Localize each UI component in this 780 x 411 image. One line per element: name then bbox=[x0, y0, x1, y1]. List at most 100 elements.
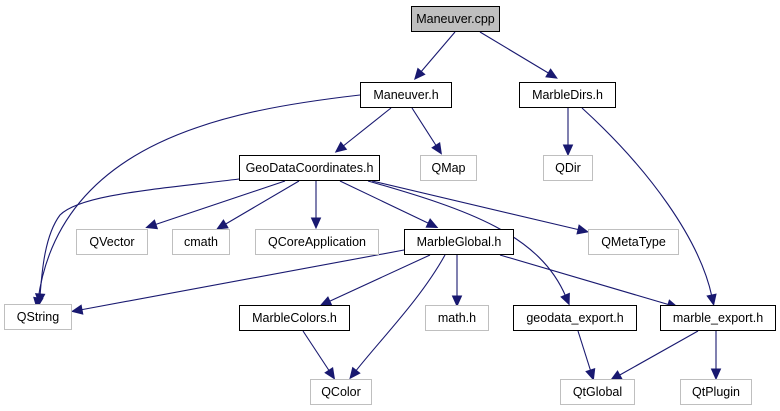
edge-marbledirs_h-to-qdir bbox=[562, 108, 574, 157]
edge-line bbox=[617, 330, 699, 377]
edge-line bbox=[39, 178, 240, 297]
edge-geodatacoordinates_h-to-geodata_export_h bbox=[367, 180, 570, 306]
arrowhead-icon bbox=[710, 368, 722, 381]
node-marbleglobal-h[interactable]: MarbleGlobal.h bbox=[404, 229, 514, 255]
arrowhead-icon bbox=[145, 219, 159, 230]
node-label: MarbleGlobal.h bbox=[416, 235, 502, 249]
node-label: math.h bbox=[437, 311, 477, 325]
arrowhead-icon bbox=[334, 141, 348, 153]
node-label: QVector bbox=[89, 235, 135, 249]
node-qvector: QVector bbox=[76, 229, 148, 255]
node-label: marble_export.h bbox=[672, 311, 764, 325]
node-math-h: math.h bbox=[425, 305, 489, 331]
edge-geodatacoordinates_h-to-qmetatype bbox=[371, 180, 589, 235]
node-maneuver-cpp[interactable]: Maneuver.cpp bbox=[411, 6, 500, 32]
edge-marbleglobal_h-to-qstring bbox=[70, 249, 405, 315]
edge-line bbox=[367, 180, 567, 298]
edge-line bbox=[354, 254, 446, 373]
arrowhead-icon bbox=[706, 293, 717, 307]
node-maneuver-h[interactable]: Maneuver.h bbox=[360, 82, 452, 108]
edge-geodatacoordinates_h-to-qvector bbox=[145, 180, 286, 230]
node-qtglobal: QtGlobal bbox=[560, 379, 635, 405]
node-label: QColor bbox=[321, 385, 361, 399]
node-geodatacoordinates-h[interactable]: GeoDataCoordinates.h bbox=[239, 155, 380, 181]
edge-maneuver_cpp-to-maneuver_h bbox=[414, 31, 456, 81]
node-label: MarbleColors.h bbox=[252, 311, 337, 325]
arrowhead-icon bbox=[70, 304, 84, 315]
edge-marbleglobal_h-to-marble_export_h bbox=[499, 254, 679, 310]
arrowhead-icon bbox=[545, 68, 558, 79]
edge-marbleglobal_h-to-qcolor bbox=[349, 254, 446, 380]
node-label: QMetaType bbox=[601, 235, 666, 249]
edge-geodatacoordinates_h-to-marbleglobal_h bbox=[339, 180, 439, 228]
node-qtplugin: QtPlugin bbox=[680, 379, 752, 405]
node-label: Maneuver.cpp bbox=[416, 12, 495, 26]
edge-line bbox=[479, 31, 551, 75]
node-qstring: QString bbox=[4, 304, 72, 330]
node-qcoreapplication: QCoreApplication bbox=[255, 229, 379, 255]
node-label: cmath bbox=[183, 235, 219, 249]
node-label: MarbleDirs.h bbox=[532, 88, 603, 102]
edge-maneuver_h-to-geodatacoordinates_h bbox=[334, 107, 392, 153]
edge-geodatacoordinates_h-to-cmath bbox=[216, 180, 300, 230]
node-label: geodata_export.h bbox=[526, 311, 624, 325]
node-label: QCoreApplication bbox=[268, 235, 366, 249]
node-label: GeoDataCoordinates.h bbox=[245, 161, 374, 175]
edge-line bbox=[37, 94, 361, 301]
edge-line bbox=[341, 107, 392, 148]
node-label: QMap bbox=[431, 161, 466, 175]
node-marblecolors-h[interactable]: MarbleColors.h bbox=[239, 305, 350, 331]
edges-layer bbox=[33, 31, 722, 381]
node-label: QtPlugin bbox=[692, 385, 740, 399]
arrowhead-icon bbox=[562, 144, 574, 157]
node-qmetatype: QMetaType bbox=[588, 229, 679, 255]
node-qdir: QDir bbox=[543, 155, 593, 181]
node-label: QtGlobal bbox=[572, 385, 623, 399]
arrowhead-icon bbox=[431, 142, 442, 155]
edge-line bbox=[153, 180, 286, 226]
node-label: Maneuver.h bbox=[373, 88, 439, 102]
node-marble-export-h[interactable]: marble_export.h bbox=[660, 305, 776, 331]
node-label: QDir bbox=[555, 161, 581, 175]
edge-marblecolors_h-to-qcolor bbox=[302, 330, 336, 380]
edge-line bbox=[577, 330, 592, 373]
arrowhead-icon bbox=[585, 368, 596, 381]
edge-line bbox=[411, 107, 438, 148]
node-geodata-export-h[interactable]: geodata_export.h bbox=[513, 305, 637, 331]
edge-geodatacoordinates_h-to-qstring bbox=[34, 178, 240, 306]
arrowhead-icon bbox=[425, 218, 439, 228]
edge-maneuver_h-to-qstring bbox=[33, 94, 361, 310]
edge-marbleglobal_h-to-math_h bbox=[451, 255, 463, 308]
node-cmath: cmath bbox=[172, 229, 230, 255]
arrowhead-icon bbox=[560, 292, 570, 306]
edge-line bbox=[419, 31, 456, 74]
edge-line bbox=[499, 254, 671, 306]
edge-maneuver_cpp-to-marbledirs_h bbox=[479, 31, 558, 79]
node-label: QString bbox=[16, 310, 60, 324]
arrowhead-icon bbox=[34, 293, 46, 306]
edge-marble_export_h-to-qtplugin bbox=[710, 331, 722, 381]
arrowhead-icon bbox=[576, 224, 589, 235]
arrowhead-icon bbox=[349, 366, 361, 380]
edge-line bbox=[371, 180, 581, 231]
node-qcolor: QColor bbox=[310, 379, 372, 405]
edge-geodata_export_h-to-qtglobal bbox=[577, 330, 596, 381]
edge-maneuver_h-to-qmap bbox=[411, 107, 442, 155]
arrowhead-icon bbox=[451, 295, 463, 308]
node-marbledirs-h[interactable]: MarbleDirs.h bbox=[519, 82, 616, 108]
arrowhead-icon bbox=[216, 219, 229, 230]
edge-line bbox=[339, 180, 431, 225]
node-qmap: QMap bbox=[420, 155, 477, 181]
arrowhead-icon bbox=[324, 367, 336, 380]
edge-line bbox=[223, 180, 300, 226]
edge-geodatacoordinates_h-to-qcoreapplication bbox=[310, 181, 322, 230]
arrowhead-icon bbox=[310, 217, 322, 230]
edge-line bbox=[79, 249, 405, 311]
edge-line bbox=[581, 107, 713, 298]
edge-marbledirs_h-to-marble_export_h bbox=[581, 107, 717, 307]
edge-line bbox=[302, 330, 331, 373]
edge-line bbox=[327, 254, 431, 303]
edge-marble_export_h-to-qtglobal bbox=[609, 330, 699, 381]
arrowhead-icon bbox=[414, 67, 426, 81]
